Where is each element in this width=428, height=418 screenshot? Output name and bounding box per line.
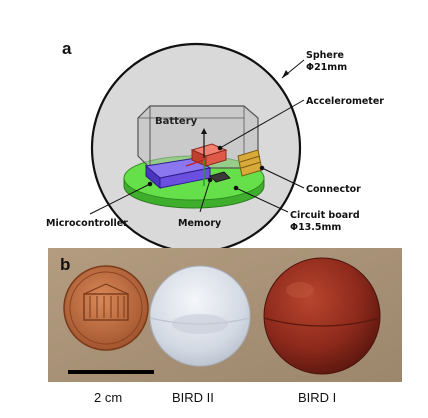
panel-b-letter: b bbox=[60, 255, 70, 274]
memory-chip bbox=[209, 171, 231, 183]
circuit-board-label: Circuit board bbox=[290, 210, 360, 221]
bird1-sphere bbox=[263, 257, 381, 375]
accelerometer-chip bbox=[190, 143, 228, 167]
sphere-arrow-head bbox=[282, 70, 289, 78]
connector-label: Connector bbox=[306, 184, 361, 195]
sphere-label: Sphere bbox=[306, 50, 344, 61]
scale-caption: 2 cm bbox=[94, 390, 122, 405]
axis-arrows bbox=[185, 128, 207, 186]
callout-lines bbox=[89, 59, 305, 215]
panel-b: b bbox=[48, 248, 402, 382]
memory-label: Memory bbox=[178, 218, 222, 229]
bird2-sphere bbox=[149, 265, 251, 367]
penny bbox=[63, 265, 149, 351]
circuit-board-dim-label: Φ13.5mm bbox=[290, 222, 341, 233]
accelerometer-label: Accelerometer bbox=[306, 96, 384, 107]
panel-a: a Battery bbox=[46, 39, 384, 254]
bird1-caption: BIRD I bbox=[298, 390, 336, 405]
sphere-dim-label: Φ21mm bbox=[306, 62, 347, 73]
battery-label: Battery bbox=[155, 116, 198, 127]
battery: Battery bbox=[137, 105, 259, 169]
scale-bar bbox=[68, 370, 154, 374]
panel-a-letter: a bbox=[62, 39, 72, 58]
microcontroller-label: Microcontroller bbox=[46, 218, 128, 229]
bird2-caption: BIRD II bbox=[172, 390, 214, 405]
